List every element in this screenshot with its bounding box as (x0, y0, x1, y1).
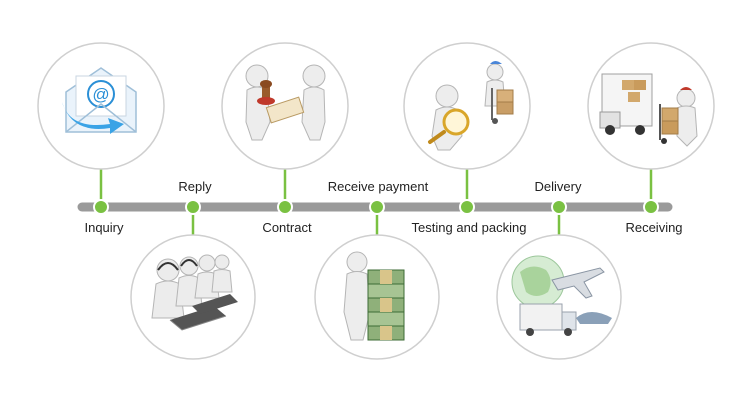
step-label-inquiry: Inquiry (84, 220, 124, 235)
money-stack-icon (343, 251, 405, 341)
step-label-contract: Contract (262, 220, 312, 235)
step-testing-and-packing (403, 42, 531, 215)
step-label-delivery: Delivery (534, 179, 582, 194)
step-inquiry: @ (37, 42, 165, 215)
step-label-reply: Reply (178, 179, 212, 194)
handshake-stamp-icon (245, 64, 326, 141)
email-icon: @ (62, 67, 137, 134)
node-reply (185, 199, 201, 215)
step-receive-payment (314, 199, 440, 360)
svg-text:@: @ (92, 85, 109, 104)
step-reply (130, 199, 256, 360)
step-receiving (587, 42, 715, 215)
node-receive-payment (369, 199, 385, 215)
step-label-receiving: Receiving (625, 220, 683, 235)
inspection-magnifier-icon (428, 61, 514, 151)
node-delivery (551, 199, 567, 215)
node-contract (277, 199, 293, 215)
call-center-icon (151, 254, 238, 331)
step-label-receive-payment: Receive payment (327, 179, 429, 194)
logistics-icon (511, 255, 612, 336)
step-delivery (496, 199, 622, 360)
node-receiving (643, 199, 659, 215)
step-label-testing-and-packing: Testing and packing (411, 220, 527, 235)
node-inquiry (93, 199, 109, 215)
truck-unloading-icon (599, 73, 698, 147)
step-contract (221, 42, 349, 215)
node-testing-and-packing (459, 199, 475, 215)
